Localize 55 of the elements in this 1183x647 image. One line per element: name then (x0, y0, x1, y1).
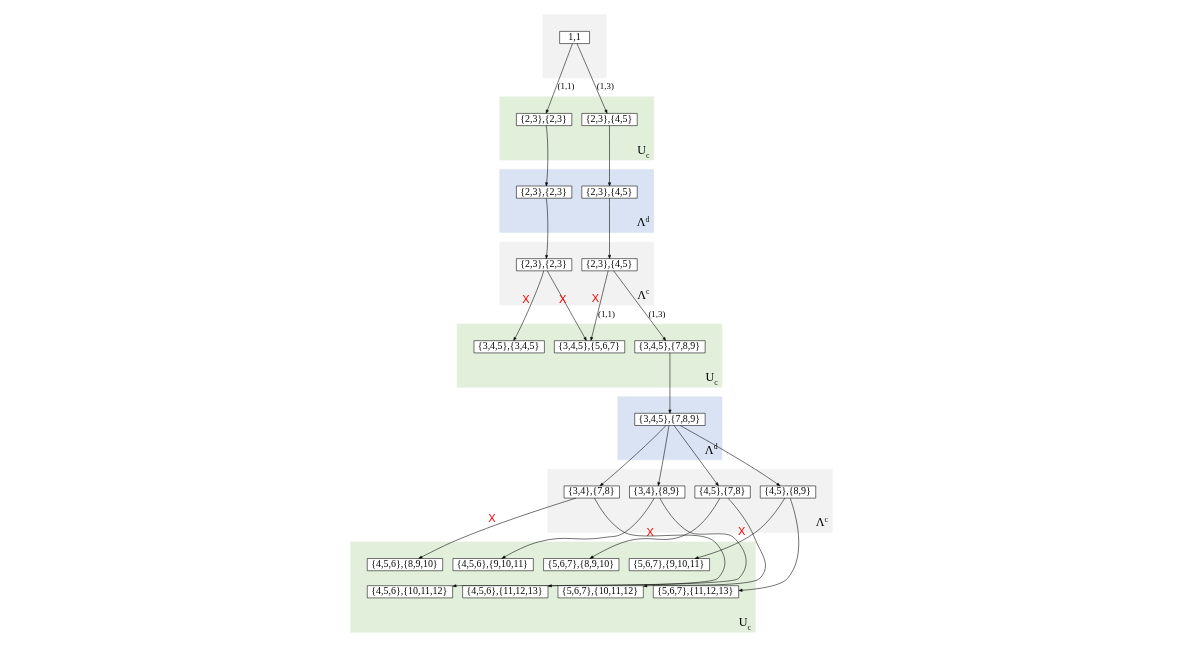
edge-label: (1,3) (648, 308, 666, 319)
arrow (418, 497, 577, 559)
node-box: {3,4,5},{5,6,7} (554, 340, 626, 354)
node-box: {4,5},{7,8} (694, 485, 751, 499)
label: X (488, 511, 496, 524)
label: X (591, 292, 600, 305)
node-box: {3,4,5},{7,8,9} (634, 413, 706, 426)
arrow (608, 125, 611, 187)
cluster (542, 14, 607, 79)
arrow (589, 497, 721, 559)
arrow (613, 270, 667, 341)
node-box: {4,5,6},{8,9,10} (367, 558, 443, 571)
arrow (546, 270, 587, 341)
arrow (738, 497, 800, 592)
arrow (545, 198, 549, 259)
node-box: {2,3},{2,3} (516, 258, 573, 272)
arrow (501, 497, 655, 559)
arrow (694, 497, 786, 559)
node-box: {4,5,6},{10,11,12} (367, 585, 453, 599)
arrow (513, 270, 544, 341)
node-box: {3,4},{7,8} (563, 485, 620, 499)
edge-label: (1,1) (597, 308, 615, 319)
arrow (590, 270, 609, 341)
arrow (547, 497, 747, 588)
arrow (608, 198, 611, 259)
node-box: {2,3},{4,5} (581, 113, 638, 126)
edge-label: (1,1) (557, 81, 575, 92)
node-box: {5,6,7},{11,12,13} (653, 585, 739, 599)
node-box: {3,4},{8,9} (629, 485, 686, 499)
node-box: {2,3},{4,5} (581, 258, 638, 272)
arrow (545, 125, 549, 187)
arrow (576, 43, 608, 114)
arrow (680, 425, 781, 487)
node-box: {5,6,7},{10,11,12} (557, 585, 644, 599)
node-box: {4,5,6},{9,10,11} (452, 558, 534, 571)
node-box: {5,6,7},{8,9,10} (543, 558, 620, 571)
node-box: {2,3},{2,3} (516, 185, 573, 199)
arrow (673, 425, 719, 487)
node-box: {4,5},{8,9} (760, 485, 816, 499)
node-box: {3,4,5},{3,4,5} (473, 340, 545, 354)
node-box: 1,1 (559, 31, 590, 44)
arrow (643, 498, 766, 588)
arrow (668, 352, 672, 414)
label: X (646, 525, 654, 538)
arrow (599, 425, 667, 487)
node-box: {2,3},{2,3} (516, 113, 573, 126)
node-box: {2,3},{4,5} (581, 185, 638, 199)
label: X (738, 525, 746, 538)
edge-label: (1,3) (596, 81, 614, 92)
arrow (657, 425, 670, 487)
arrow (545, 43, 573, 114)
label: X (559, 292, 567, 305)
node-box: {4,5,6},{11,12,13} (462, 585, 549, 599)
node-box: {3,4,5},{7,8,9} (634, 340, 706, 354)
label: X (522, 293, 530, 306)
